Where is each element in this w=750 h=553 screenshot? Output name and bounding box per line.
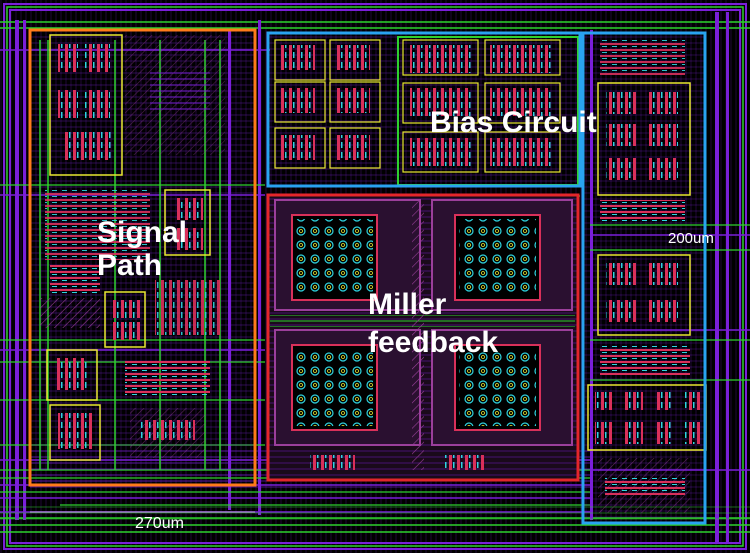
bias-circuit-outline-right [581, 31, 707, 525]
bias-circuit-label: Bias Circuit [430, 106, 597, 139]
signal-path-label-line1: Signal [97, 216, 188, 249]
signal-path-outline [28, 28, 257, 487]
bias-circuit-outline-top [266, 31, 582, 188]
signal-path-label: Signal Path [97, 218, 187, 281]
height-dimension-label: 200um [668, 230, 714, 247]
miller-feedback-outline [266, 193, 580, 482]
miller-feedback-label: Miller feedback [368, 290, 498, 358]
miller-feedback-label-line1: Miller [368, 288, 447, 321]
signal-path-label-line2: Path [97, 249, 163, 282]
miller-feedback-label-line2: feedback [368, 326, 499, 359]
width-dimension-label: 270um [135, 515, 184, 532]
